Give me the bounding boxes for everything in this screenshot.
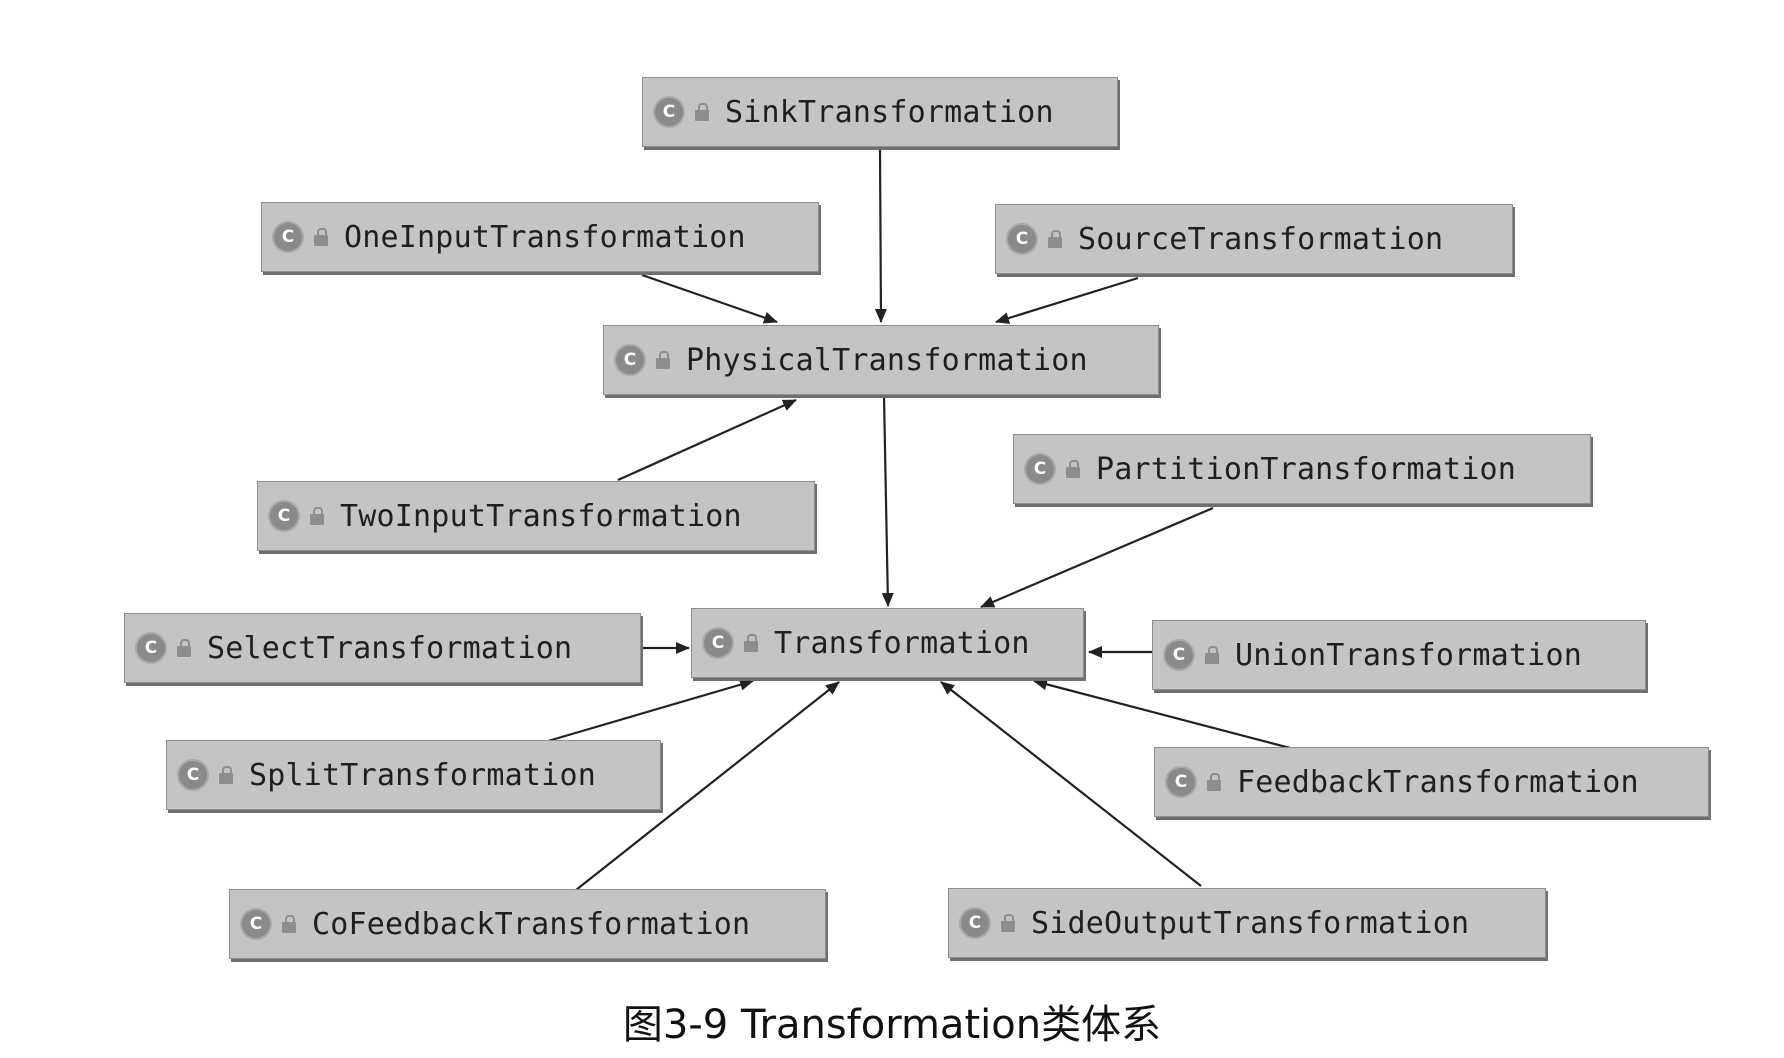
class-icon: C	[135, 632, 167, 664]
arrow-feedback-to-transformation	[1033, 678, 1291, 750]
class-icon: C	[959, 907, 991, 939]
lock-icon	[1066, 460, 1080, 478]
node-label: SourceTransformation	[1078, 221, 1444, 257]
node-source-transformation[interactable]: C SourceTransformation	[995, 204, 1513, 274]
node-side-output-transformation[interactable]: C SideOutputTransformation	[948, 888, 1546, 958]
lock-icon	[1048, 230, 1062, 248]
class-icon: C	[1165, 766, 1197, 798]
class-icon: C	[240, 908, 272, 940]
node-feedback-transformation[interactable]: C FeedbackTransformation	[1154, 747, 1709, 817]
node-label: SplitTransformation	[249, 757, 596, 793]
node-label: SelectTransformation	[207, 630, 573, 666]
lock-icon	[744, 634, 758, 652]
arrow-physical-to-transformation	[881, 395, 894, 607]
node-label: UnionTransformation	[1235, 637, 1582, 673]
lock-icon	[1001, 914, 1015, 932]
lock-icon	[310, 507, 324, 525]
lock-icon	[1205, 646, 1219, 664]
class-icon: C	[268, 500, 300, 532]
node-select-transformation[interactable]: C SelectTransformation	[124, 613, 641, 683]
node-union-transformation[interactable]: C UnionTransformation	[1152, 620, 1646, 690]
lock-icon	[1207, 773, 1221, 791]
node-label: PartitionTransformation	[1096, 451, 1517, 487]
arrow-split-to-transformation	[547, 678, 754, 743]
class-icon: C	[1024, 453, 1056, 485]
node-label: TwoInputTransformation	[340, 498, 742, 534]
node-label: FeedbackTransformation	[1237, 764, 1639, 800]
node-label: Transformation	[774, 625, 1030, 661]
class-icon: C	[653, 96, 685, 128]
arrow-partition-to-transformation	[980, 506, 1214, 609]
figure-caption: 图3-9 Transformation类体系	[622, 1002, 1162, 1048]
node-label: CoFeedbackTransformation	[312, 906, 751, 942]
lock-icon	[219, 766, 233, 784]
arrow-sink-to-physical	[874, 149, 887, 323]
node-partition-transformation[interactable]: C PartitionTransformation	[1013, 434, 1591, 504]
node-one-input-transformation[interactable]: C OneInputTransformation	[261, 202, 819, 272]
node-physical-transformation[interactable]: C PhysicalTransformation	[603, 325, 1159, 395]
node-sink-transformation[interactable]: C SinkTransformation	[642, 77, 1118, 147]
node-label: SinkTransformation	[725, 94, 1054, 130]
node-transformation[interactable]: C Transformation	[691, 608, 1084, 678]
node-split-transformation[interactable]: C SplitTransformation	[166, 740, 661, 810]
class-icon: C	[1163, 639, 1195, 671]
arrow-source-to-physical	[995, 276, 1139, 324]
class-icon: C	[614, 344, 646, 376]
lock-icon	[282, 915, 296, 933]
arrow-two-input-to-physical	[617, 398, 797, 482]
node-label: OneInputTransformation	[344, 219, 746, 255]
lock-icon	[177, 639, 191, 657]
class-icon: C	[177, 759, 209, 791]
class-icon: C	[272, 221, 304, 253]
node-two-input-transformation[interactable]: C TwoInputTransformation	[257, 481, 815, 551]
class-icon: C	[1006, 223, 1038, 255]
class-icon: C	[702, 627, 734, 659]
lock-icon	[314, 228, 328, 246]
arrow-one-input-to-physical	[641, 273, 778, 324]
node-label: SideOutputTransformation	[1031, 905, 1470, 941]
lock-icon	[656, 351, 670, 369]
node-label: PhysicalTransformation	[686, 342, 1088, 378]
lock-icon	[695, 103, 709, 121]
node-co-feedback-transformation[interactable]: C CoFeedbackTransformation	[229, 889, 826, 959]
